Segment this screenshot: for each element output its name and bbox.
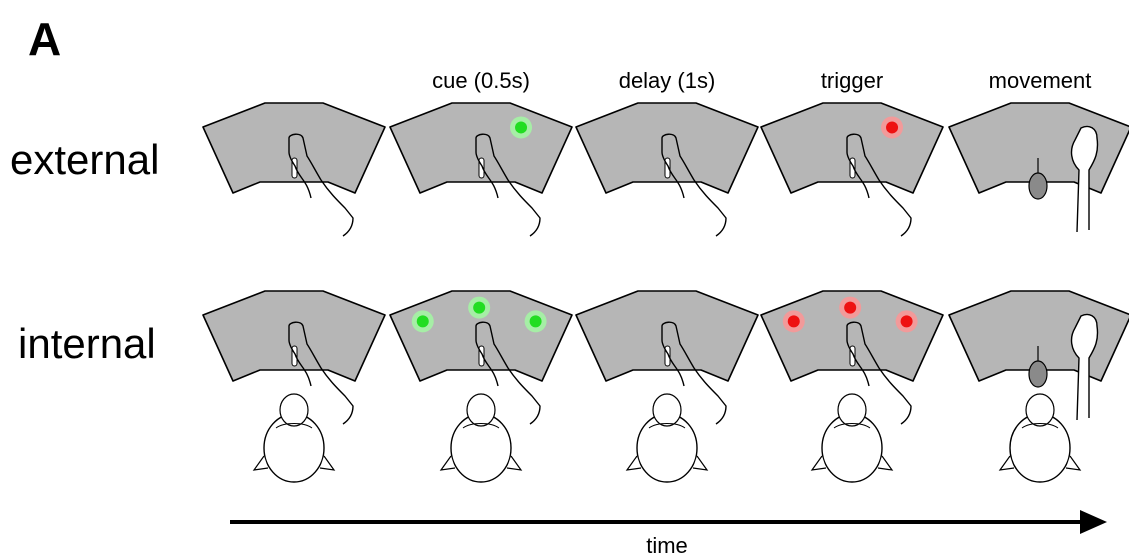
brow bbox=[648, 423, 686, 429]
column-label-movement: movement bbox=[989, 68, 1092, 93]
left-ear bbox=[252, 455, 269, 471]
column-label-trigger: trigger bbox=[821, 68, 883, 93]
nose bbox=[279, 393, 309, 427]
head-rest bbox=[252, 393, 336, 483]
target-0 bbox=[787, 315, 800, 328]
arm bbox=[288, 133, 354, 237]
panel-internal-rest bbox=[202, 290, 386, 425]
left-ear bbox=[998, 455, 1015, 471]
head-movement bbox=[998, 393, 1082, 483]
panel-internal-delay bbox=[575, 290, 759, 425]
brow bbox=[275, 423, 313, 429]
raised-arm bbox=[1070, 125, 1099, 233]
workspace bbox=[760, 102, 944, 194]
raised-arm bbox=[1070, 313, 1099, 421]
workspace bbox=[389, 102, 573, 194]
panel-external-trigger bbox=[760, 102, 944, 237]
nose bbox=[652, 393, 682, 427]
row-label-external: external bbox=[10, 136, 159, 183]
arm bbox=[846, 321, 912, 425]
panel-internal-movement bbox=[948, 290, 1129, 421]
arm bbox=[661, 321, 727, 425]
joystick-handle bbox=[1028, 172, 1048, 200]
target-1 bbox=[473, 301, 486, 314]
panel-label: A bbox=[28, 13, 61, 65]
target-1 bbox=[844, 301, 857, 314]
row-label-internal: internal bbox=[18, 320, 156, 367]
panel-internal-cue bbox=[389, 290, 573, 425]
panel-internal-trigger bbox=[760, 290, 944, 425]
right-ear bbox=[877, 455, 894, 471]
workspace bbox=[202, 290, 386, 382]
target-2 bbox=[529, 315, 542, 328]
time-axis-arrowhead bbox=[1080, 510, 1107, 534]
nose bbox=[466, 393, 496, 427]
workspace bbox=[575, 102, 759, 194]
workspace bbox=[575, 290, 759, 382]
brow bbox=[462, 423, 500, 429]
left-ear bbox=[439, 455, 456, 471]
workspace bbox=[202, 102, 386, 194]
nose bbox=[837, 393, 867, 427]
target-0 bbox=[886, 121, 899, 134]
right-ear bbox=[692, 455, 709, 471]
target-2 bbox=[900, 315, 913, 328]
panel-external-rest bbox=[202, 102, 386, 237]
panel-external-movement bbox=[948, 102, 1129, 233]
target-0 bbox=[515, 121, 528, 134]
panel-external-cue bbox=[389, 102, 573, 237]
right-ear bbox=[506, 455, 523, 471]
target-0 bbox=[416, 315, 429, 328]
workspace bbox=[389, 290, 573, 382]
nose bbox=[1025, 393, 1055, 427]
right-ear bbox=[1065, 455, 1082, 471]
time-label: time bbox=[646, 533, 688, 556]
column-label-delay: delay (1s) bbox=[619, 68, 716, 93]
arm bbox=[661, 133, 727, 237]
arm bbox=[475, 133, 541, 237]
panel-external-delay bbox=[575, 102, 759, 237]
head-trigger bbox=[810, 393, 894, 483]
head-delay bbox=[625, 393, 709, 483]
left-ear bbox=[625, 455, 642, 471]
arm bbox=[475, 321, 541, 425]
arm bbox=[288, 321, 354, 425]
column-label-cue: cue (0.5s) bbox=[432, 68, 530, 93]
left-ear bbox=[810, 455, 827, 471]
workspace bbox=[760, 290, 944, 382]
brow bbox=[1021, 423, 1059, 429]
brow bbox=[833, 423, 871, 429]
arm bbox=[846, 133, 912, 237]
workspace-panels bbox=[202, 102, 1129, 483]
head-cue bbox=[439, 393, 523, 483]
joystick-handle bbox=[1028, 360, 1048, 388]
right-ear bbox=[319, 455, 336, 471]
